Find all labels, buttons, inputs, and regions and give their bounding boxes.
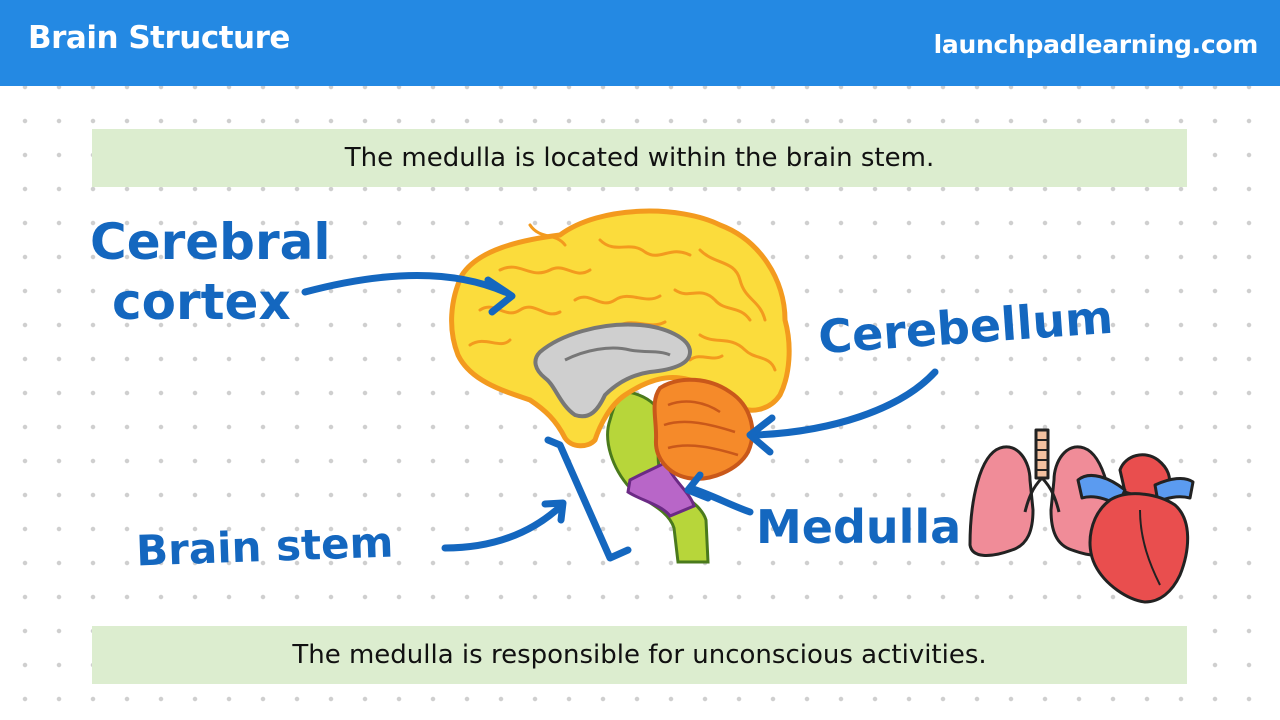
- page-title: Brain Structure: [28, 20, 290, 56]
- label-cerebral-cortex: Cerebral cortex: [90, 212, 331, 332]
- lungs-heart-icon: [968, 428, 1195, 604]
- label-cerebral-line1: Cerebral: [90, 213, 331, 271]
- heart: [1088, 492, 1190, 604]
- cerebellum-folds: [663, 400, 739, 457]
- cortex-arrowhead: [484, 276, 516, 316]
- brainstem-bracket: [544, 436, 632, 562]
- brainstem-arrow: [441, 501, 566, 552]
- label-arrows: [301, 271, 939, 562]
- cerebellum-arrow: [751, 368, 939, 439]
- top-caption-banner: The medulla is located within the brain …: [92, 129, 1187, 187]
- cerebellum-shape: [652, 377, 755, 481]
- trachea: [1034, 428, 1050, 480]
- medulla-arrowhead: [684, 471, 712, 502]
- label-brain-stem: Brain stem: [135, 517, 395, 576]
- brainstem-arrowhead: [541, 499, 567, 524]
- left-lung: [968, 445, 1035, 557]
- header-bar: Brain Structure launchpadlearning.com: [0, 0, 1280, 86]
- cortex-arrow: [301, 271, 509, 296]
- bottom-caption-banner: The medulla is responsible for unconscio…: [92, 626, 1187, 684]
- label-cerebral-line2: cortex: [112, 273, 291, 331]
- cerebellum-arrowhead: [746, 414, 776, 456]
- label-medulla: Medulla: [756, 500, 962, 554]
- limbic-shape: [533, 322, 693, 419]
- site-url: launchpadlearning.com: [933, 30, 1259, 59]
